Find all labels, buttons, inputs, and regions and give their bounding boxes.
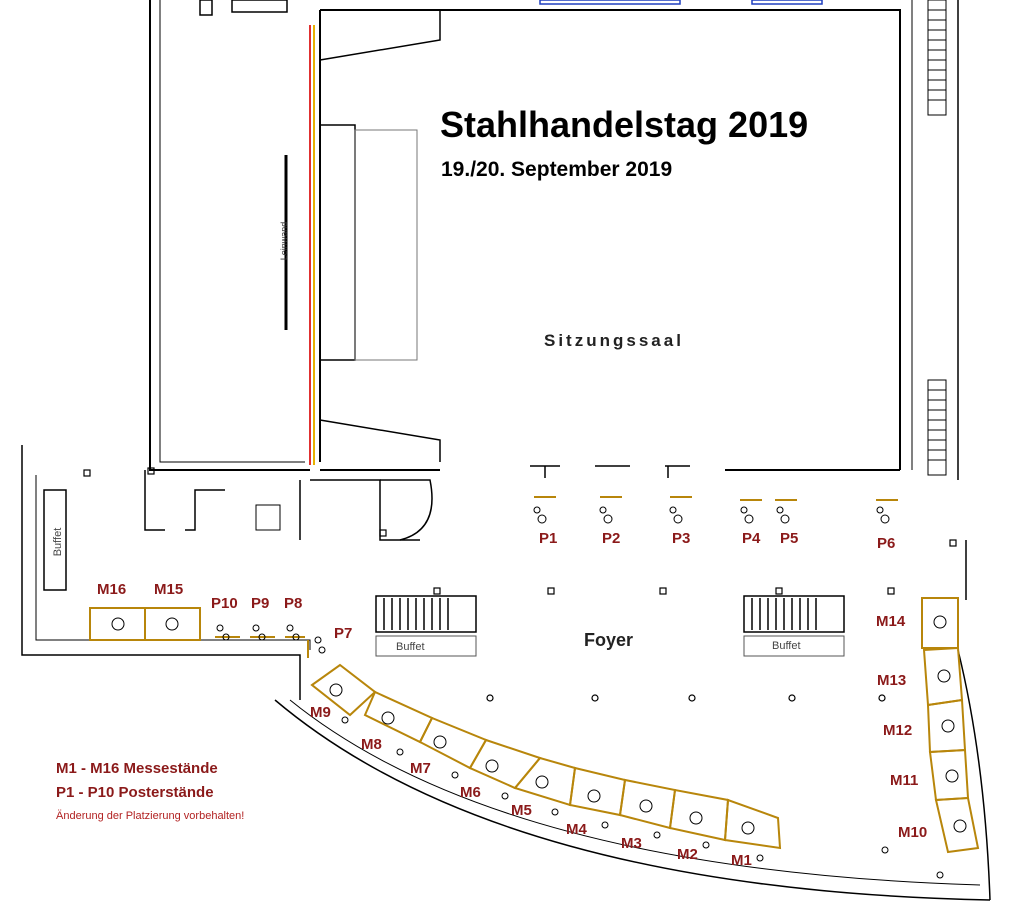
- booth-label: M16: [97, 581, 127, 598]
- buffet-table: [743, 595, 845, 633]
- poster-label: P10: [211, 595, 238, 612]
- poster-label: P2: [602, 530, 621, 547]
- door: [751, 0, 823, 5]
- page-title: Stahlhandelstag 2019: [440, 104, 809, 145]
- door: [539, 0, 681, 5]
- legend-poster: P1 - P10 Posterstände: [56, 784, 214, 801]
- screen-label: Leinwand: [279, 221, 289, 261]
- buffet-table-left: [43, 489, 67, 591]
- booth-label: M2: [677, 846, 698, 863]
- poster-label: P5: [780, 530, 799, 547]
- wall-top-right: [320, 9, 901, 470]
- buffet-label: Buffet: [52, 527, 64, 557]
- room-label-hall: Sitzungssaal: [544, 331, 684, 350]
- booth-label: M4: [566, 821, 587, 838]
- wall-top-left: [149, 0, 310, 471]
- booth-label: M5: [511, 802, 532, 819]
- poster-label: P6: [877, 535, 896, 552]
- booth-label: M12: [883, 722, 913, 739]
- poster-label: P8: [284, 595, 303, 612]
- wall-block: [231, 0, 288, 13]
- stage-area: [354, 129, 418, 361]
- legend-exhibit: M1 - M16 Messestände: [56, 760, 218, 777]
- poster-label: P7: [334, 625, 353, 642]
- poster-label: P4: [742, 530, 761, 547]
- booth-label: M7: [410, 760, 431, 777]
- wall-corridor: [21, 445, 301, 700]
- booth-label: M8: [361, 736, 382, 753]
- wall-top-left-inner: [159, 0, 305, 463]
- buffet-table: [375, 635, 477, 657]
- wall-bottom-curve: [274, 699, 991, 901]
- booth-label: M11: [890, 772, 919, 789]
- event-date: 19./20. September 2019: [441, 158, 673, 181]
- booth-label: M3: [621, 835, 642, 852]
- legend-note: Änderung der Platzierung vorbehalten!: [56, 810, 245, 822]
- booth-label: M10: [898, 824, 928, 841]
- booth-label: M6: [460, 784, 481, 801]
- booth-label: M14: [876, 613, 906, 630]
- poster-label: P1: [539, 530, 558, 547]
- buffet-label: Buffet: [772, 640, 801, 652]
- stage-edge: [319, 419, 441, 462]
- room-label-foyer: Foyer: [584, 630, 634, 650]
- booth-label: M13: [877, 672, 907, 689]
- booth-label: M15: [154, 581, 184, 598]
- poster-label: P9: [251, 595, 270, 612]
- stairs-small: [255, 504, 281, 531]
- wall-block: [199, 0, 213, 16]
- booth-label: M9: [310, 704, 331, 721]
- stage-front: [320, 124, 356, 361]
- wall-right-curve: [957, 649, 991, 901]
- poster-label: P3: [672, 530, 691, 547]
- buffet-label: Buffet: [396, 641, 425, 653]
- stage: [319, 10, 441, 61]
- buffet-table: [743, 635, 845, 657]
- buffet-table: [375, 595, 477, 633]
- booth-label: M1: [731, 852, 752, 869]
- stairs: [927, 0, 947, 476]
